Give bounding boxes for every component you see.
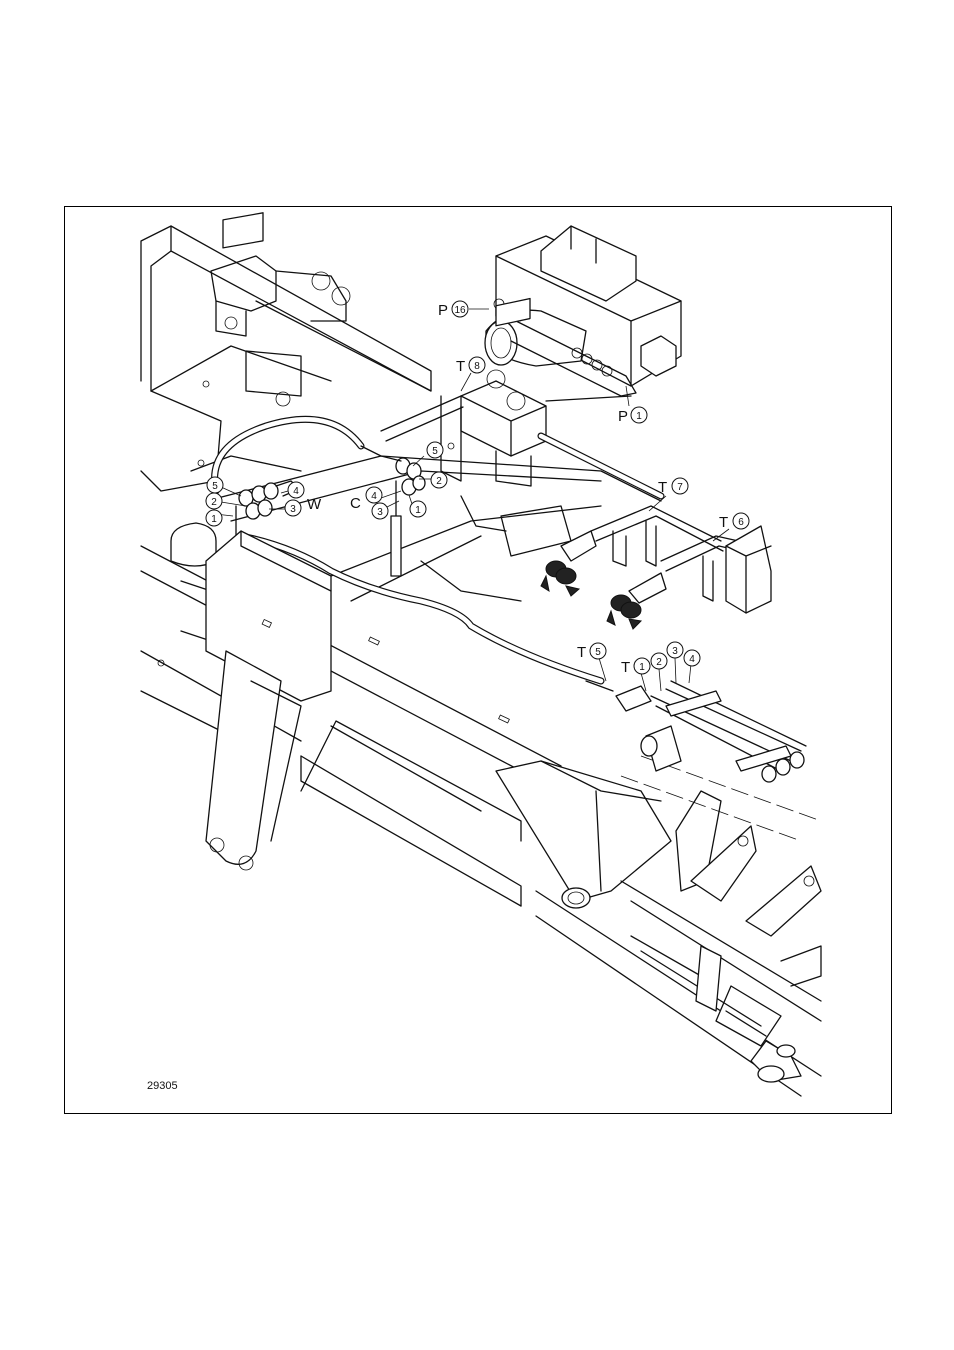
break-away-coupler-2	[607, 573, 666, 629]
upper-boom-beam	[141, 213, 431, 491]
svg-text:T: T	[658, 479, 667, 496]
svg-text:1: 1	[636, 411, 642, 422]
svg-text:1: 1	[211, 514, 217, 525]
svg-text:2: 2	[436, 476, 442, 487]
svg-text:5: 5	[212, 481, 218, 492]
callout-p16: P 16	[438, 301, 468, 319]
svg-text:16: 16	[454, 305, 466, 316]
svg-text:5: 5	[432, 446, 438, 457]
callout-t5: T 5	[577, 643, 606, 661]
svg-text:P: P	[618, 408, 628, 425]
svg-text:4: 4	[293, 486, 299, 497]
svg-text:T: T	[456, 358, 465, 375]
svg-text:3: 3	[377, 507, 383, 518]
svg-text:T: T	[621, 659, 630, 676]
svg-text:8: 8	[474, 361, 480, 372]
break-away-coupler-1	[541, 531, 596, 596]
svg-text:2: 2	[656, 657, 662, 668]
callout-p1: P 1	[618, 407, 647, 425]
svg-text:4: 4	[371, 491, 377, 502]
svg-text:1: 1	[639, 662, 645, 673]
figure-frame: P 16 P 1 T 8 T 7 T 6 T 5 T	[64, 206, 892, 1114]
callout-t1: T 1	[621, 658, 650, 676]
callout-t6: T 6	[719, 513, 749, 531]
svg-text:C: C	[350, 495, 361, 512]
callout-c-group: C 5 2 4 3 1	[350, 442, 447, 519]
svg-text:P: P	[438, 302, 448, 319]
svg-text:T: T	[577, 644, 586, 661]
svg-text:7: 7	[677, 482, 683, 493]
callout-t8: T 8	[456, 357, 485, 375]
svg-text:1: 1	[415, 505, 421, 516]
svg-text:5: 5	[595, 647, 601, 658]
lower-main-beam	[141, 523, 671, 908]
parts-diagram: P 16 P 1 T 8 T 7 T 6 T 5 T	[65, 207, 893, 1115]
svg-text:W: W	[307, 496, 322, 513]
svg-text:2: 2	[211, 497, 217, 508]
figure-id: 29305	[147, 1080, 178, 1092]
svg-text:6: 6	[738, 517, 744, 528]
svg-text:4: 4	[689, 654, 695, 665]
svg-text:3: 3	[672, 646, 678, 657]
svg-text:T: T	[719, 514, 728, 531]
svg-text:3: 3	[290, 504, 296, 515]
pipe-bundle	[586, 681, 806, 782]
callout-t7: T 7	[658, 478, 688, 496]
